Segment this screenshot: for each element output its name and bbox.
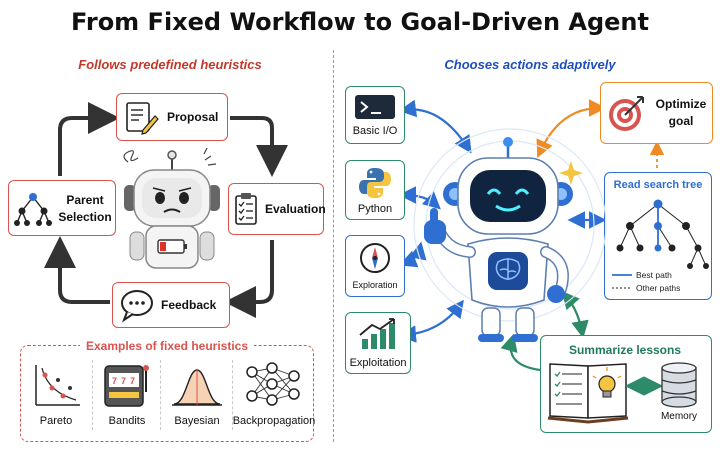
- terminal-icon: [355, 95, 395, 119]
- clipboard-checklist-icon: [235, 193, 257, 225]
- heuristics-divider: [232, 360, 233, 430]
- heuristics-divider: [160, 360, 161, 430]
- svg-text:7: 7: [121, 376, 126, 386]
- exploration-tool: Exploration: [345, 235, 405, 297]
- exploration-label: Exploration: [352, 280, 398, 290]
- optimize-goal-line1: Optimize: [655, 97, 707, 111]
- basic-io-tool: Basic I/O: [345, 86, 405, 144]
- left-subtitle: Follows predefined heuristics: [78, 57, 262, 72]
- parent-selection-label-line1: Parent: [66, 193, 104, 207]
- search-tree-title: Read search tree: [613, 179, 703, 191]
- right-subtitle: Chooses actions adaptively: [444, 57, 616, 72]
- legend-best-path: Best path: [636, 270, 672, 280]
- speech-bubble-icon: [121, 290, 153, 323]
- summarize-lessons-title: Summarize lessons: [568, 343, 682, 357]
- python-label: Python: [357, 203, 393, 215]
- evaluation-label: Evaluation: [265, 202, 326, 216]
- database-icon: [661, 362, 697, 408]
- heuristics-divider: [92, 360, 93, 430]
- heuristic-label-backpropagation: Backpropagation: [232, 415, 316, 427]
- feedback-node: Feedback: [112, 282, 230, 328]
- exploitation-label: Exploitation: [349, 357, 407, 369]
- document-pencil-icon: [126, 102, 159, 135]
- python-icon: [359, 168, 391, 198]
- page-title: From Fixed Workflow to Goal-Driven Agent: [71, 8, 649, 36]
- basic-io-label: Basic I/O: [352, 125, 398, 137]
- svg-text:7: 7: [112, 376, 117, 386]
- tree-icon: [14, 193, 52, 226]
- target-icon: [609, 96, 644, 131]
- parent-selection-node: Parent Selection: [8, 180, 116, 236]
- proposal-label: Proposal: [167, 110, 219, 124]
- heuristic-label-bayesian: Bayesian: [174, 415, 220, 427]
- evaluation-node: Evaluation: [228, 183, 326, 235]
- heuristic-label-bandits: Bandits: [108, 415, 146, 427]
- heuristics-title-wrap: Examples of fixed heuristics: [20, 337, 314, 355]
- lightbulb-icon: [592, 367, 622, 398]
- parent-selection-label-line2: Selection: [58, 210, 112, 224]
- heuristic-label-pareto: Pareto: [39, 415, 73, 427]
- feedback-label: Feedback: [161, 298, 217, 312]
- svg-text:7: 7: [130, 376, 135, 386]
- memory-label: Memory: [660, 411, 698, 422]
- heuristics-title: Examples of fixed heuristics: [79, 339, 255, 353]
- compass-icon: [360, 243, 390, 273]
- optimize-goal-node: Optimize goal: [600, 82, 713, 144]
- proposal-node: Proposal: [116, 93, 228, 141]
- optimize-goal-line2: goal: [668, 114, 694, 128]
- section-divider: [333, 50, 334, 442]
- exploitation-tool: Exploitation: [345, 312, 411, 374]
- legend-other-paths: Other paths: [636, 283, 681, 293]
- python-tool: Python: [345, 160, 405, 220]
- bar-chart-up-icon: [359, 318, 395, 349]
